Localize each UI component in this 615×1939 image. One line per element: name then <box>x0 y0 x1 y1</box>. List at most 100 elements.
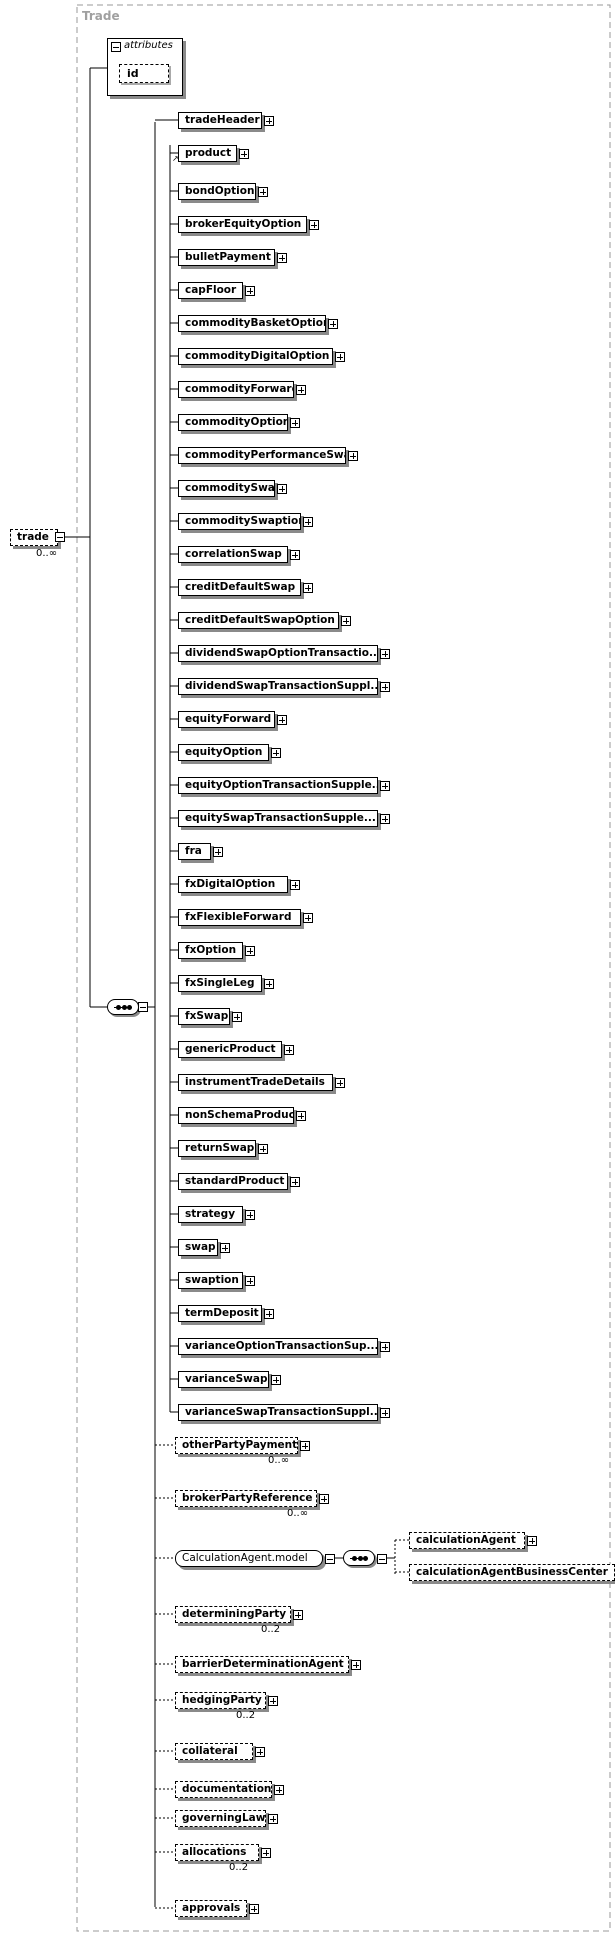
element-allocations[interactable]: allocations <box>175 1844 259 1861</box>
element-swap[interactable]: swap <box>178 1239 218 1256</box>
expand-icon[interactable] <box>271 748 281 758</box>
element-calculationAgentBusinessCenter[interactable]: calculationAgentBusinessCenter <box>409 1564 615 1581</box>
element-governingLaw[interactable]: governingLaw <box>175 1810 266 1827</box>
sequence-collapse-icon[interactable] <box>138 1002 148 1012</box>
element-dividendSwapOptionTransactio[interactable]: dividendSwapOptionTransactio... <box>178 645 378 662</box>
main-sequence[interactable] <box>107 999 139 1015</box>
expand-icon[interactable] <box>380 781 390 791</box>
expand-icon[interactable] <box>274 1785 284 1795</box>
expand-icon[interactable] <box>255 1747 265 1757</box>
expand-icon[interactable] <box>277 253 287 263</box>
element-tradeHeader[interactable]: tradeHeader <box>178 112 262 129</box>
element-commoditySwaption[interactable]: commoditySwaption <box>178 513 301 530</box>
element-determiningParty[interactable]: determiningParty <box>175 1606 291 1623</box>
expand-icon[interactable] <box>290 1177 300 1187</box>
expand-icon[interactable] <box>239 149 249 159</box>
expand-icon[interactable] <box>261 1848 271 1858</box>
expand-icon[interactable] <box>277 715 287 725</box>
expand-icon[interactable] <box>264 1309 274 1319</box>
element-creditDefaultSwap[interactable]: creditDefaultSwap <box>178 579 301 596</box>
element-fxFlexibleForward[interactable]: fxFlexibleForward <box>178 909 301 926</box>
element-strategy[interactable]: strategy <box>178 1206 243 1223</box>
model-sequence-collapse-icon[interactable] <box>377 1554 387 1564</box>
expand-icon[interactable] <box>277 484 287 494</box>
expand-icon[interactable] <box>258 187 268 197</box>
element-commodityOption[interactable]: commodityOption <box>178 414 288 431</box>
element-barrierDeterminationAgent[interactable]: barrierDeterminationAgent <box>175 1656 349 1673</box>
expand-icon[interactable] <box>303 517 313 527</box>
expand-icon[interactable] <box>245 1210 255 1220</box>
element-fxSwap[interactable]: fxSwap <box>178 1008 230 1025</box>
expand-icon[interactable] <box>527 1536 537 1546</box>
expand-icon[interactable] <box>258 1144 268 1154</box>
expand-icon[interactable] <box>245 1276 255 1286</box>
expand-icon[interactable] <box>284 1045 294 1055</box>
expand-icon[interactable] <box>296 385 306 395</box>
element-equitySwapTransactionSupple[interactable]: equitySwapTransactionSupple... <box>178 810 378 827</box>
element-commodityDigitalOption[interactable]: commodityDigitalOption <box>178 348 333 365</box>
trade-collapse-icon[interactable] <box>55 532 65 542</box>
expand-icon[interactable] <box>296 1111 306 1121</box>
expand-icon[interactable] <box>341 616 351 626</box>
expand-icon[interactable] <box>290 418 300 428</box>
element-bondOption[interactable]: bondOption <box>178 183 256 200</box>
expand-icon[interactable] <box>303 583 313 593</box>
expand-icon[interactable] <box>264 979 274 989</box>
expand-icon[interactable] <box>220 1243 230 1253</box>
element-varianceOptionTransactionSup[interactable]: varianceOptionTransactionSup... <box>178 1338 378 1355</box>
expand-icon[interactable] <box>293 1610 303 1620</box>
expand-icon[interactable] <box>249 1904 259 1914</box>
element-brokerEquityOption[interactable]: brokerEquityOption <box>178 216 307 233</box>
element-collateral[interactable]: collateral <box>175 1743 253 1760</box>
expand-icon[interactable] <box>245 946 255 956</box>
element-otherPartyPayment[interactable]: otherPartyPayment <box>175 1437 298 1454</box>
expand-icon[interactable] <box>268 1696 278 1706</box>
model-sequence[interactable] <box>343 1550 375 1566</box>
root-element-trade[interactable]: trade <box>10 529 58 546</box>
element-approvals[interactable]: approvals <box>175 1900 247 1917</box>
attribute-id-box[interactable] <box>119 64 169 83</box>
expand-icon[interactable] <box>268 1814 278 1824</box>
expand-icon[interactable] <box>335 1078 345 1088</box>
element-returnSwap[interactable]: returnSwap <box>178 1140 256 1157</box>
element-brokerPartyReference[interactable]: brokerPartyReference <box>175 1490 317 1507</box>
expand-icon[interactable] <box>264 116 274 126</box>
element-hedgingParty[interactable]: hedgingParty <box>175 1692 266 1709</box>
expand-icon[interactable] <box>303 913 313 923</box>
element-instrumentTradeDetails[interactable]: instrumentTradeDetails <box>178 1074 333 1091</box>
attributes-collapse-icon[interactable] <box>111 42 121 52</box>
expand-icon[interactable] <box>328 319 338 329</box>
element-commodityForward[interactable]: commodityForward <box>178 381 294 398</box>
element-commodityBasketOption[interactable]: commodityBasketOption <box>178 315 326 332</box>
element-fxDigitalOption[interactable]: fxDigitalOption <box>178 876 288 893</box>
element-standardProduct[interactable]: standardProduct <box>178 1173 288 1190</box>
expand-icon[interactable] <box>380 1342 390 1352</box>
expand-icon[interactable] <box>380 649 390 659</box>
element-correlationSwap[interactable]: correlationSwap <box>178 546 288 563</box>
element-documentation[interactable]: documentation <box>175 1781 272 1798</box>
expand-icon[interactable] <box>245 286 255 296</box>
element-commoditySwap[interactable]: commoditySwap <box>178 480 275 497</box>
element-varianceSwapTransactionSuppl[interactable]: varianceSwapTransactionSuppl... <box>178 1404 378 1421</box>
expand-icon[interactable] <box>290 880 300 890</box>
element-dividendSwapTransactionSuppl[interactable]: dividendSwapTransactionSuppl... <box>178 678 378 695</box>
element-nonSchemaProduct[interactable]: nonSchemaProduct <box>178 1107 294 1124</box>
expand-icon[interactable] <box>300 1441 310 1451</box>
element-creditDefaultSwapOption[interactable]: creditDefaultSwapOption <box>178 612 339 629</box>
element-genericProduct[interactable]: genericProduct <box>178 1041 282 1058</box>
element-calculationAgent[interactable]: calculationAgent <box>409 1532 525 1549</box>
expand-icon[interactable] <box>232 1012 242 1022</box>
expand-icon[interactable] <box>335 352 345 362</box>
element-commodityPerformanceSwap[interactable]: commodityPerformanceSwap <box>178 447 346 464</box>
expand-icon[interactable] <box>380 1408 390 1418</box>
element-fxOption[interactable]: fxOption <box>178 942 243 959</box>
element-varianceSwap[interactable]: varianceSwap <box>178 1371 269 1388</box>
expand-icon[interactable] <box>380 682 390 692</box>
element-equityOption[interactable]: equityOption <box>178 744 269 761</box>
element-bulletPayment[interactable]: bulletPayment <box>178 249 275 266</box>
element-equityForward[interactable]: equityForward <box>178 711 275 728</box>
expand-icon[interactable] <box>213 847 223 857</box>
element-fxSingleLeg[interactable]: fxSingleLeg <box>178 975 262 992</box>
expand-icon[interactable] <box>309 220 319 230</box>
element-product[interactable]: product <box>178 145 237 162</box>
